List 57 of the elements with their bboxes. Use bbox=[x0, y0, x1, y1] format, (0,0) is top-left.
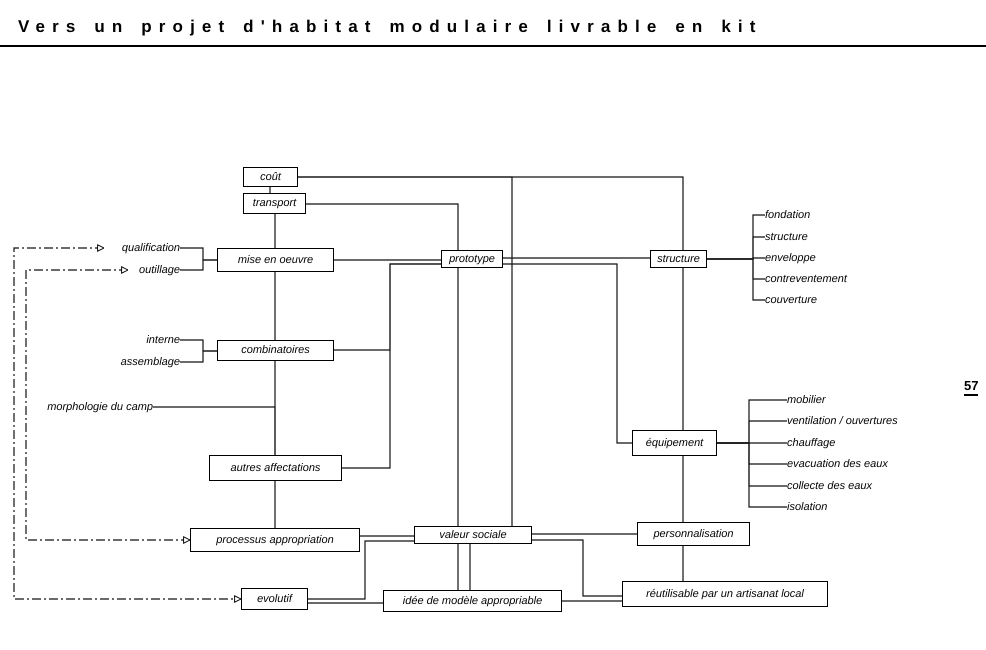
connector-line bbox=[334, 259, 441, 261]
connector-line bbox=[532, 539, 622, 597]
connector-line bbox=[457, 544, 459, 590]
connector-line bbox=[274, 272, 276, 340]
connector-line bbox=[342, 263, 441, 469]
concept-box: personnalisation bbox=[637, 522, 750, 546]
connector-line bbox=[308, 540, 414, 600]
concept-box: idée de modèle appropriable bbox=[383, 590, 562, 612]
connector-line bbox=[274, 214, 276, 248]
page-title: Vers un projet d'habitat modulaire livrable en kit bbox=[18, 16, 763, 38]
concept-box: autres affectations bbox=[209, 455, 342, 481]
connector-line bbox=[306, 203, 459, 250]
connector-line bbox=[682, 268, 684, 430]
connector-line bbox=[707, 258, 765, 301]
connector-line bbox=[298, 176, 513, 526]
connector-line bbox=[562, 600, 622, 602]
item-label: structure bbox=[765, 229, 875, 245]
concept-box: structure bbox=[650, 250, 707, 268]
connector-line bbox=[180, 350, 217, 363]
connector-line bbox=[682, 456, 684, 522]
connector-line bbox=[153, 406, 276, 455]
item-label: chauffage bbox=[787, 435, 937, 451]
connector-line bbox=[503, 263, 632, 444]
item-label: ventilation / ouvertures bbox=[787, 413, 937, 429]
item-label: enveloppe bbox=[765, 250, 875, 266]
connector-line bbox=[308, 602, 383, 604]
concept-box: transport bbox=[243, 193, 306, 214]
concept-box: prototype bbox=[441, 250, 503, 268]
concept-box: combinatoires bbox=[217, 340, 334, 361]
concept-box: evolutif bbox=[241, 588, 308, 610]
concept-box: valeur sociale bbox=[414, 526, 532, 544]
item-label: evacuation des eaux bbox=[787, 456, 937, 472]
concept-box: équipement bbox=[632, 430, 717, 456]
connector-line bbox=[532, 533, 637, 535]
page-number: 57 bbox=[964, 378, 978, 396]
dash-dot-arrow bbox=[13, 244, 242, 603]
connector-line bbox=[503, 257, 650, 259]
connector-line bbox=[274, 481, 276, 528]
connector-line bbox=[682, 546, 684, 581]
connector-line bbox=[717, 442, 787, 508]
connector-line bbox=[469, 544, 471, 590]
item-label: collecte des eaux bbox=[787, 478, 937, 494]
connector-line bbox=[180, 259, 217, 271]
item-label: couverture bbox=[765, 292, 875, 308]
dash-dot-arrow bbox=[25, 266, 190, 544]
connector-line bbox=[457, 268, 459, 526]
item-label: isolation bbox=[787, 499, 937, 515]
item-label: outillage bbox=[128, 262, 180, 278]
item-label: contreventement bbox=[765, 271, 885, 287]
connector-line bbox=[360, 535, 414, 537]
concept-box: réutilisable par un artisanat local bbox=[622, 581, 828, 607]
concept-box: processus appropriation bbox=[190, 528, 360, 552]
item-label: mobilier bbox=[787, 392, 937, 408]
concept-box: mise en oeuvre bbox=[217, 248, 334, 272]
concept-box: coût bbox=[243, 167, 298, 187]
item-label: fondation bbox=[765, 207, 875, 223]
item-label: qualification bbox=[104, 240, 180, 256]
